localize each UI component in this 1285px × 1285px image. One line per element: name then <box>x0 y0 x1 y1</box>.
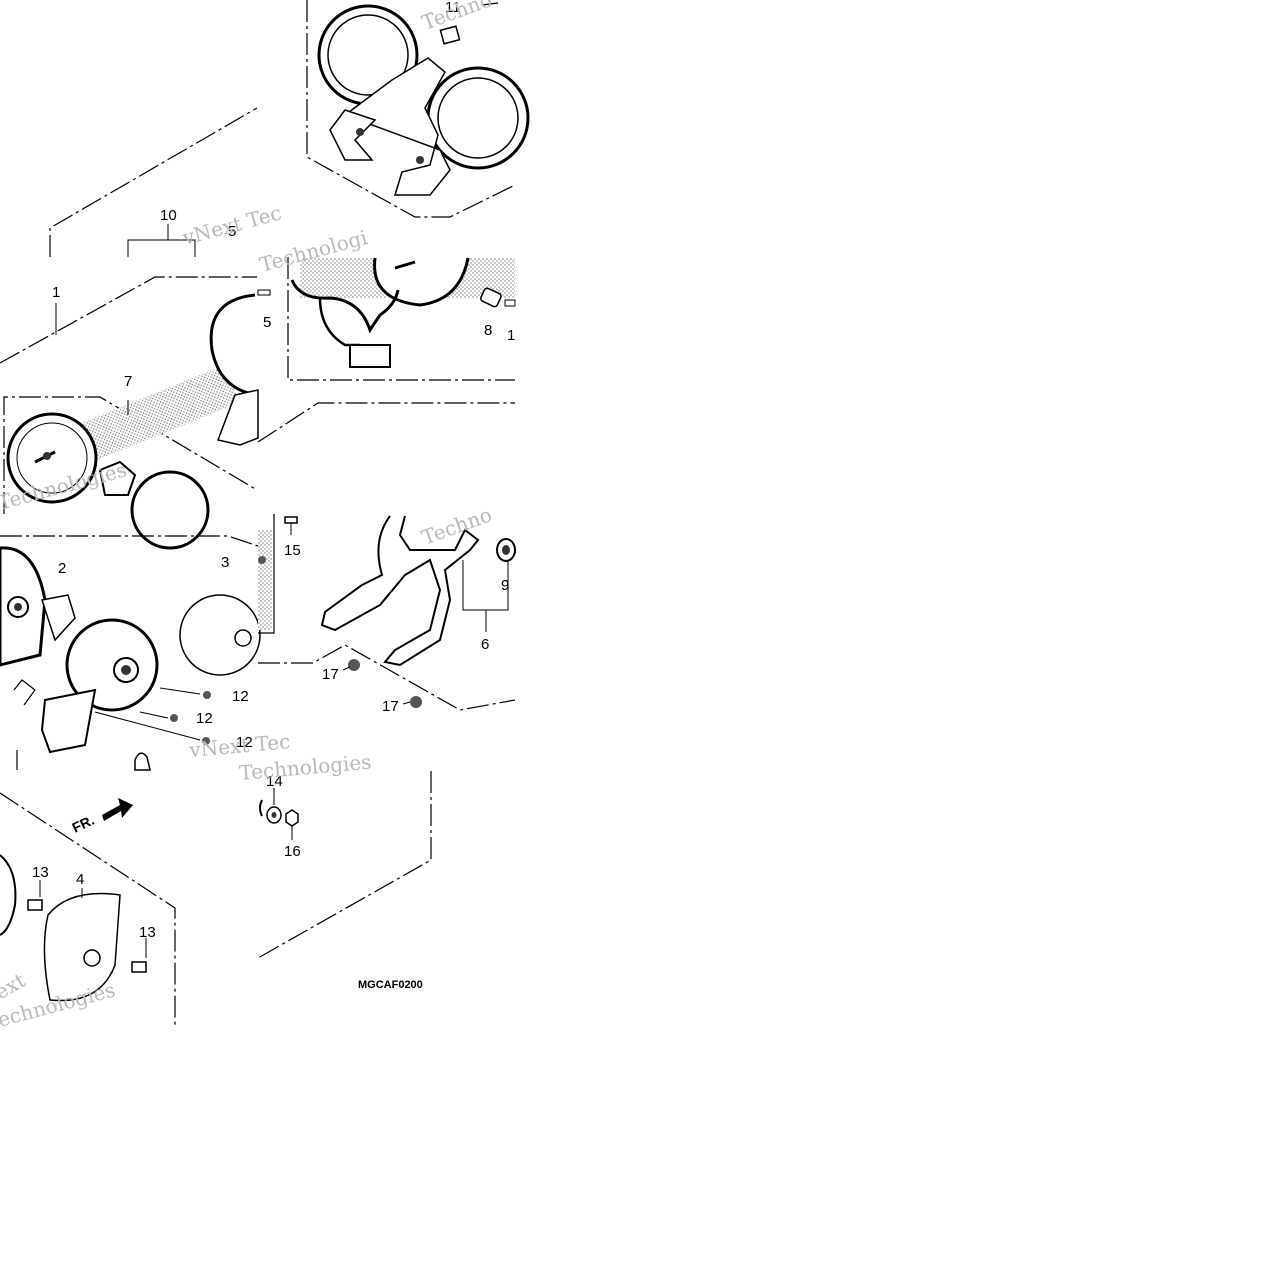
tile-bracket: 15 9 6 17 17 Techno <box>258 502 516 715</box>
callout-5b: 5 <box>263 314 271 331</box>
callout-1b: 1 <box>507 327 515 344</box>
callout-11: 11 <box>445 0 461 16</box>
callout-17b: 17 <box>382 698 399 715</box>
diagram-code: MGCAF0200 <box>358 979 423 991</box>
callout-2a: 2 <box>58 560 66 577</box>
callout-8: 8 <box>484 322 492 339</box>
watermark: vNext Tec <box>179 200 284 250</box>
meter-cover-icon <box>179 594 261 676</box>
callout-9: 9 <box>501 577 509 594</box>
watermark: ext <box>0 968 29 1004</box>
callout-12b: 12 <box>196 710 213 727</box>
callout-14: 14 <box>266 773 283 790</box>
callout-5a: 5 <box>228 223 236 240</box>
meter-cover-icon <box>43 892 121 1002</box>
callout-12c: 12 <box>236 734 253 751</box>
tile-gauge-assembly: 10 5 1 5 7 vNext Tec Technologies <box>0 107 284 550</box>
front-marker: FR. <box>70 812 97 836</box>
tile-hardware: 14 16 Technologies <box>238 750 432 959</box>
callout-16: 16 <box>284 843 301 860</box>
callout-4: 4 <box>76 871 84 888</box>
nut-icon <box>285 809 299 827</box>
washer-icon <box>266 806 282 824</box>
tile-meter-case: 2 3 2 12 12 12 vNext Tec <box>0 535 291 771</box>
screw-icon <box>257 289 271 296</box>
callout-3: 3 <box>221 554 229 571</box>
front-arrow-icon <box>102 798 133 821</box>
tile-harness: 8 1 Technologi <box>257 225 516 443</box>
screw-icon <box>284 516 298 535</box>
tile-front-cover: FR. 13 4 13 ext echnologies <box>0 792 176 1032</box>
callout-10: 10 <box>160 207 177 224</box>
callout-13a: 13 <box>32 864 49 881</box>
tachometer-icon <box>426 66 530 170</box>
callout-15: 15 <box>284 542 301 559</box>
callout-6: 6 <box>481 636 489 653</box>
meter-bracket-icon <box>40 618 159 754</box>
callout-17a: 17 <box>322 666 339 683</box>
screw-icon <box>27 899 147 973</box>
watermark: Techno <box>419 502 495 549</box>
tile-top-meter-cluster: 11 Techno <box>306 0 530 218</box>
callout-13b: 13 <box>139 924 156 941</box>
grommet-icon <box>496 538 516 562</box>
speedometer-icon <box>317 4 419 106</box>
callout-7: 7 <box>124 373 132 390</box>
callout-1: 1 <box>52 284 60 301</box>
nut-icon <box>348 659 422 708</box>
callout-12a: 12 <box>232 688 249 705</box>
